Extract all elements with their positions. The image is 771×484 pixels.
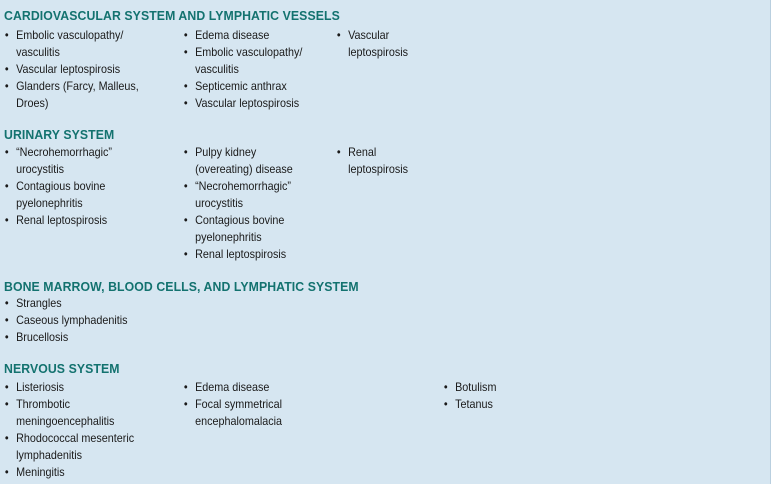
list-item: Listeriosis — [4, 379, 134, 396]
list-item: Vascular leptospirosis — [183, 95, 302, 112]
section-heading: URINARY SYSTEM — [4, 127, 115, 142]
list-item: Renal leptospirosis — [336, 144, 408, 178]
column-1: Listeriosis Thrombotic meningoencephalit… — [4, 379, 144, 481]
column-3: Renal leptospirosis — [336, 144, 413, 178]
list-item: Thrombotic meningoencephalitis — [4, 396, 134, 430]
section-cardiovascular: CARDIOVASCULAR SYSTEM AND LYMPHATIC VESS… — [4, 8, 764, 112]
list-item: Vascular leptospirosis — [336, 27, 408, 61]
list-item: Meningitis — [4, 464, 134, 481]
column-3: Vascular leptospirosis — [336, 27, 413, 61]
list-item: Renal leptospirosis — [183, 246, 293, 263]
list-item: “Necrohemorrhagic” urocystitis — [183, 178, 293, 212]
column-1: Embolic vasculopathy/ vasculitis Vascula… — [4, 27, 149, 112]
section-bone-marrow: BONE MARROW, BLOOD CELLS, AND LYMPHATIC … — [4, 279, 764, 346]
list-item: Septicemic anthrax — [183, 78, 302, 95]
column-2: Edema disease Embolic vasculopathy/ vasc… — [183, 27, 311, 112]
list-item: Contagious bovine pyelonephritis — [4, 178, 112, 212]
column-1: “Necrohemorrhagic” urocystitis Contagiou… — [4, 144, 120, 229]
list-item: Rhodococcal mesenteric lymphadenitis — [4, 430, 134, 464]
list-item: Edema disease — [183, 379, 282, 396]
column-2: Edema disease Focal symmetrical encephal… — [183, 379, 289, 430]
list-item: Botulism — [443, 379, 497, 396]
column-3: Botulism Tetanus — [443, 379, 500, 413]
list-item: “Necrohemorrhagic” urocystitis — [4, 144, 112, 178]
column-1: Strangles Caseous lymphadenitis Brucello… — [4, 295, 137, 346]
list-item: Focal symmetrical encephalomalacia — [183, 396, 282, 430]
list-item: Caseous lymphadenitis — [4, 312, 128, 329]
list-item: Contagious bovine pyelonephritis — [183, 212, 293, 246]
list-item: Renal leptospirosis — [4, 212, 112, 229]
section-urinary: URINARY SYSTEM “Necrohemorrhagic” urocys… — [4, 127, 764, 263]
list-item: Strangles — [4, 295, 128, 312]
list-item: Glanders (Farcy, Malleus, Droes) — [4, 78, 139, 112]
list-item: Edema disease — [183, 27, 302, 44]
section-heading: NERVOUS SYSTEM — [4, 361, 120, 376]
list-item: Embolic vasculopathy/ vasculitis — [183, 44, 302, 78]
list-item: Vascular leptospirosis — [4, 61, 139, 78]
section-nervous: NERVOUS SYSTEM Listeriosis Thrombotic me… — [4, 361, 764, 481]
section-heading: CARDIOVASCULAR SYSTEM AND LYMPHATIC VESS… — [4, 8, 340, 23]
section-heading: BONE MARROW, BLOOD CELLS, AND LYMPHATIC … — [4, 279, 359, 294]
list-item: Embolic vasculopathy/ vasculitis — [4, 27, 139, 61]
list-item: Brucellosis — [4, 329, 128, 346]
list-item: Tetanus — [443, 396, 496, 413]
list-item: Pulpy kidney (overeating) disease — [183, 144, 293, 178]
column-2: Pulpy kidney (overeating) disease “Necro… — [183, 144, 301, 263]
